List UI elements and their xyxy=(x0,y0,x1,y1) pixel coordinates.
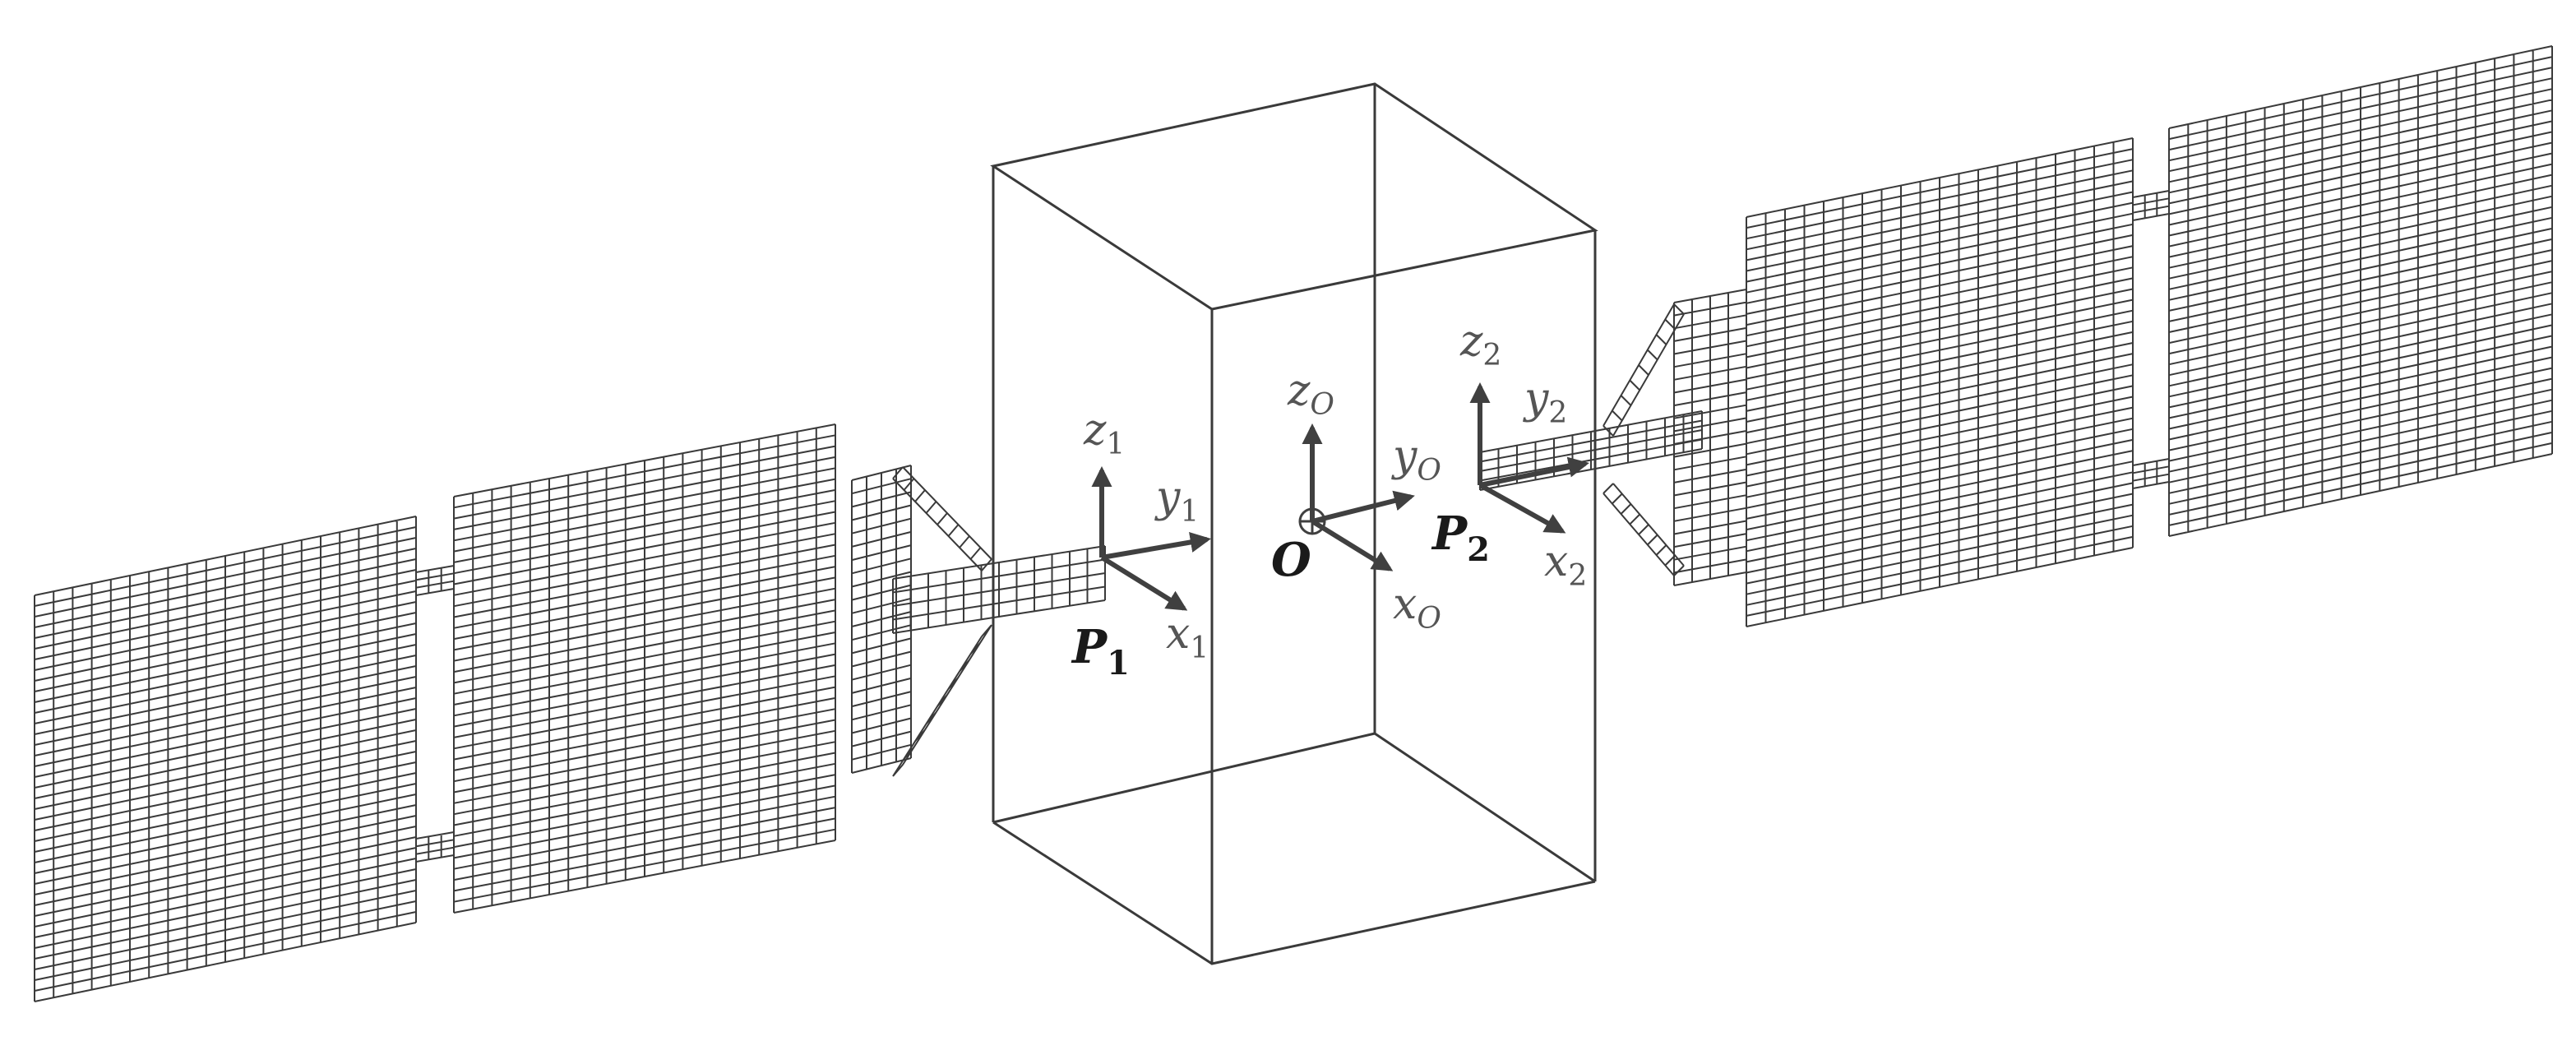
right-outer-panel xyxy=(2168,45,2553,537)
label-y2: y2 xyxy=(1523,374,1567,430)
right-strut-lower xyxy=(1602,483,1685,576)
label-yo: yO xyxy=(1391,432,1441,488)
solar-array-wireframe xyxy=(34,45,2553,1002)
label-origin: O xyxy=(1271,533,1311,587)
axis-y1 xyxy=(1101,531,1211,560)
label-y1: y1 xyxy=(1154,473,1199,529)
left-boom xyxy=(892,545,1106,634)
left-outer-panel xyxy=(34,516,417,1002)
right-hinge-upper xyxy=(2132,190,2170,221)
left-strut-upper xyxy=(892,466,992,571)
left-yoke xyxy=(851,465,912,774)
right-yoke xyxy=(1673,289,1747,586)
axis-labels: z1 y1 x1 P1 zO yO xO O z2 y2 x2 P2 xyxy=(1071,317,1587,682)
axis-xo xyxy=(1311,519,1394,571)
label-z2: z2 xyxy=(1459,317,1501,372)
label-x1: x1 xyxy=(1166,609,1209,665)
left-inner-panel xyxy=(453,423,836,914)
axis-x2 xyxy=(1478,483,1566,534)
label-z1: z1 xyxy=(1083,405,1125,461)
left-strut-lower xyxy=(892,624,992,777)
axis-yo xyxy=(1311,490,1415,524)
left-hinge-upper xyxy=(415,565,455,596)
coordinate-axes xyxy=(1091,382,1589,611)
left-hinge-lower xyxy=(415,831,455,863)
label-x2: x2 xyxy=(1544,537,1587,593)
label-xo: xO xyxy=(1393,580,1441,636)
label-p1: P1 xyxy=(1071,620,1130,682)
origin-marker-icon xyxy=(1298,507,1326,535)
right-inner-panel xyxy=(1746,137,2134,627)
label-zo: zO xyxy=(1287,366,1334,422)
axis-y2 xyxy=(1479,456,1589,488)
label-p2: P2 xyxy=(1431,507,1490,569)
spacecraft-body xyxy=(990,82,1598,965)
right-strut-upper xyxy=(1602,303,1685,437)
right-hinge-lower xyxy=(2132,458,2170,489)
axis-x1 xyxy=(1100,555,1188,611)
